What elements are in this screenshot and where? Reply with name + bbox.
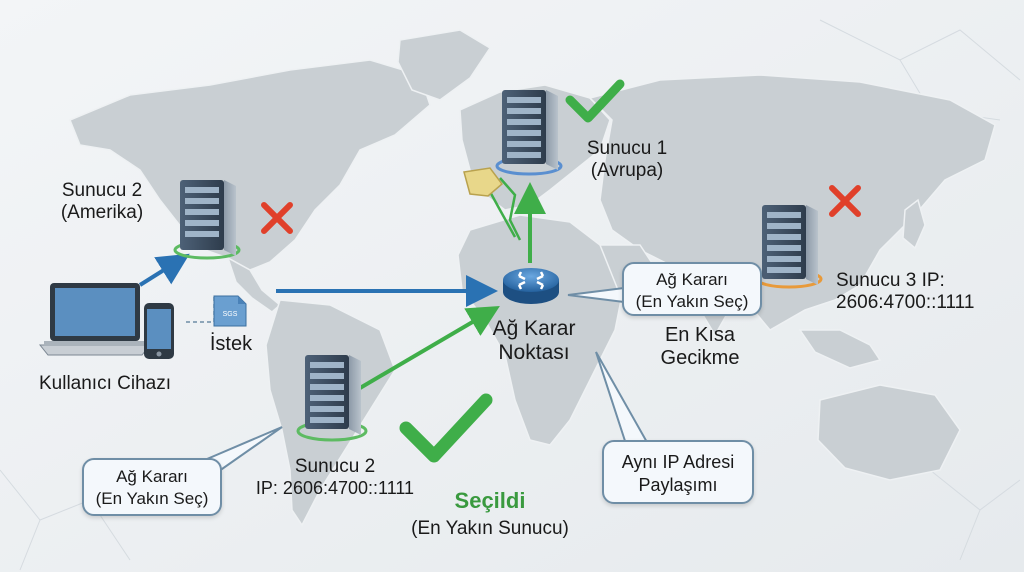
check-europe-icon — [565, 79, 625, 123]
map-australia — [817, 384, 961, 481]
bubble-shared-ip-line2: Paylaşımı — [638, 475, 718, 496]
server-asia-icon — [755, 205, 823, 289]
connection-arrows — [138, 171, 546, 390]
arrow-south-to-decision — [358, 305, 500, 390]
cross-america-icon — [261, 202, 293, 234]
latency-line1: En Kısa — [664, 324, 736, 346]
arrow-user-to-request — [138, 253, 190, 287]
server-south-ip: IP: 2606:4700::1111 — [255, 477, 415, 498]
latency-label: En Kısa Gecikme — [640, 324, 760, 370]
map-southeast-asia — [798, 329, 882, 369]
server-america-name: Sunucu 2 — [61, 180, 143, 201]
server-europe-region: (Avrupa) — [590, 159, 664, 181]
bubble-decision-left: Ağ Kararı (En Yakın Seç) — [82, 458, 222, 516]
selected-subtitle: (En Yakın Sunucu) — [411, 518, 569, 540]
request-document-icon: SGS — [213, 295, 247, 327]
server-asia-label: Sunucu 3 IP: 2606:4700::1111 — [836, 270, 1006, 314]
server-america-label: Sunucu 2 (Amerika) — [42, 180, 162, 224]
check-selected-icon — [399, 393, 493, 463]
selected-title: Seçildi — [454, 488, 526, 513]
arrow-europe-route-2 — [499, 177, 522, 241]
laptop-icon — [38, 283, 152, 356]
bubble-decision-left-line1: Ağ Kararı — [116, 467, 188, 486]
server-south-label: Sunucu 2 IP: 2606:4700::1111 — [240, 456, 430, 499]
server-europe-name: Sunucu 1 — [586, 138, 668, 159]
cross-asia-icon — [829, 185, 861, 217]
bubble-shared-ip-line1: Aynı IP Adresi — [621, 452, 735, 472]
server-south-america-icon — [296, 355, 368, 442]
latency-line2: Gecikme — [660, 347, 740, 369]
decision-point-label: Ağ Karar Noktası — [484, 317, 584, 365]
server-europe-label: Sunucu 1 (Avrupa) — [572, 138, 682, 182]
phone-icon — [144, 303, 174, 359]
bubble-decision-right: Ağ Kararı (En Yakın Seç) — [622, 262, 762, 316]
map-highlight-europe — [463, 167, 504, 197]
decision-point-line2: Noktası — [498, 341, 570, 365]
map-japan — [902, 198, 926, 250]
router-icon — [503, 268, 559, 304]
bubble-decision-right-line2: (En Yakın Seç) — [635, 292, 749, 312]
server-america-icon — [173, 180, 241, 260]
server-south-name: Sunucu 2 — [294, 456, 376, 477]
bubble-decision-right-line1: Ağ Kararı — [656, 270, 728, 289]
map-central-america — [226, 256, 282, 313]
decision-point-line1: Ağ Karar — [492, 317, 576, 340]
request-label: İstek — [209, 333, 253, 355]
map-greenland — [397, 29, 492, 101]
server-asia-name: Sunucu 3 IP: — [836, 270, 945, 291]
server-america-region: (Amerika) — [60, 201, 144, 223]
server-europe-icon — [495, 90, 563, 176]
map-north-america — [69, 59, 431, 271]
user-device-label: Kullanıcı Cihazı — [38, 373, 171, 394]
server-asia-ip: 2606:4700::1111 — [836, 291, 975, 313]
request-doc-text: SGS — [223, 311, 238, 318]
bubble-decision-left-line2: (En Yakın Seç) — [95, 489, 209, 509]
bubble-shared-ip: Aynı IP Adresi Paylaşımı — [602, 440, 754, 504]
selected-label: Seçildi (En Yakın Sunucu) — [380, 488, 600, 540]
